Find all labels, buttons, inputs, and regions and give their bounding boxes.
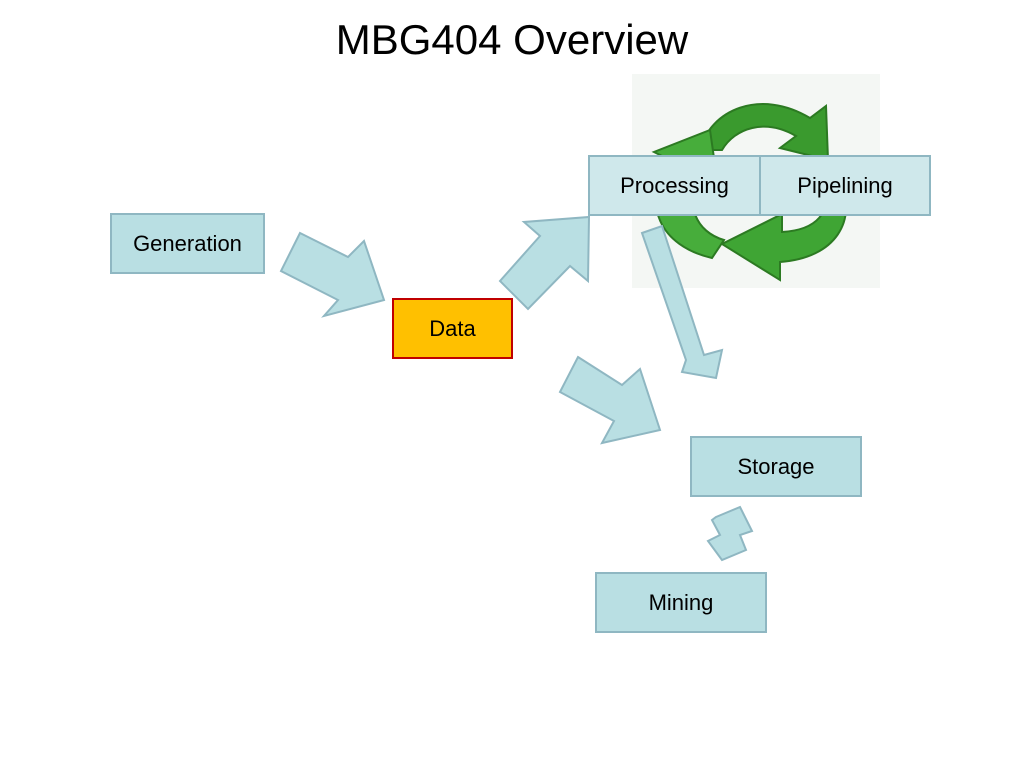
arrow-processing-to-storage [640, 224, 724, 380]
arrow-generation-to-data [279, 231, 386, 318]
node-data: Data [392, 298, 513, 359]
arrow-data-to-processing [498, 215, 591, 311]
node-storage: Storage [690, 436, 862, 497]
node-processing: Processing [588, 155, 761, 216]
arrow-storage-mining [706, 505, 754, 562]
node-pipelining: Pipelining [759, 155, 931, 216]
arrow-data-to-storage [558, 355, 662, 445]
node-generation: Generation [110, 213, 265, 274]
slide-title: MBG404 Overview [335, 16, 689, 63]
node-mining: Mining [595, 572, 767, 633]
